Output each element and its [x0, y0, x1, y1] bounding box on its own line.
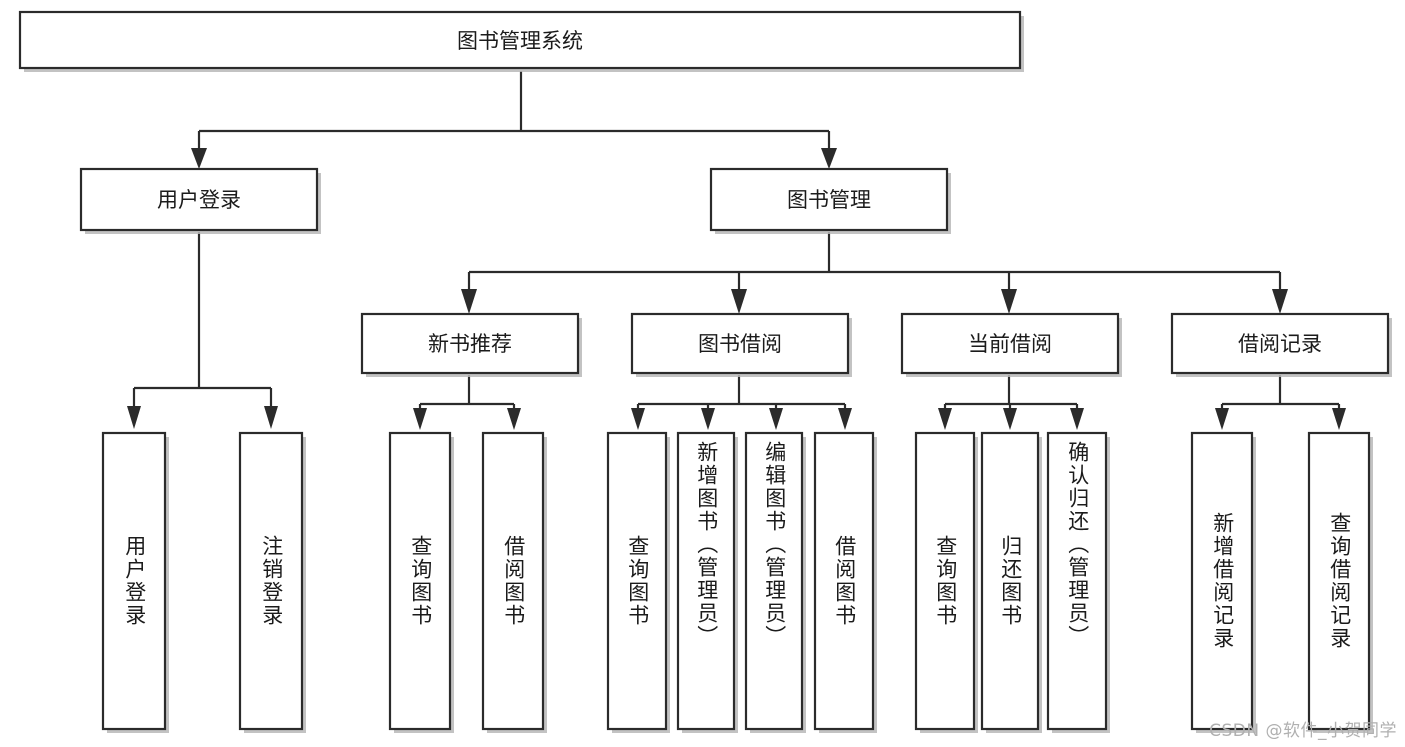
arrow-to-borrow-record [1272, 289, 1288, 314]
arrow-to-current-borrow [1001, 289, 1017, 314]
node-leaf-query-record[interactable] [1307, 431, 1373, 733]
connector-group [127, 71, 1346, 430]
node-leaf-borrow-book-1-box [481, 431, 545, 731]
node-leaf-user-login[interactable] [101, 431, 169, 733]
arrow-to-book-borrow [731, 289, 747, 314]
node-book-manage[interactable]: 图书管理 [709, 167, 951, 234]
node-book-borrow-label: 图书借阅 [698, 332, 782, 356]
arrow-to-leaf-return-book [1003, 408, 1017, 430]
node-root-box [18, 10, 1022, 70]
arrow-to-user-login [191, 148, 207, 169]
arrow-to-leaf-query-record [1332, 408, 1346, 430]
node-new-book-recommend-label: 新书推荐 [428, 332, 512, 356]
node-root-label: 图书管理系统 [457, 29, 583, 53]
node-leaf-confirm-return[interactable] [1046, 431, 1110, 733]
arrow-to-leaf-query-book-3 [938, 408, 952, 430]
node-leaf-confirm-return-box [1046, 431, 1108, 731]
node-leaf-add-record[interactable] [1190, 431, 1256, 733]
node-leaf-user-login-box [101, 431, 167, 731]
arrow-to-leaf-logout [264, 406, 278, 429]
node-leaf-return-book[interactable] [980, 431, 1042, 733]
arrow-to-leaf-edit-book [769, 408, 783, 430]
node-book-manage-box [709, 167, 949, 232]
node-leaf-borrow-book-2-box [813, 431, 875, 731]
node-leaf-edit-book-box [744, 431, 804, 731]
node-new-book-recommend[interactable]: 新书推荐 [360, 312, 582, 377]
node-leaf-query-book-2[interactable] [606, 431, 670, 733]
node-borrow-record-label: 借阅记录 [1238, 332, 1322, 356]
node-leaf-edit-book[interactable] [744, 431, 806, 733]
node-leaf-query-book-2-box [606, 431, 668, 731]
node-user-login-box [79, 167, 319, 232]
arrow-to-leaf-add-book [701, 408, 715, 430]
node-leaf-query-record-box [1307, 431, 1371, 731]
node-leaf-logout[interactable] [238, 431, 306, 733]
node-user-login-label: 用户登录 [157, 188, 241, 212]
node-leaf-query-book-1-box [388, 431, 452, 731]
node-book-borrow-box [630, 312, 850, 375]
node-borrow-record[interactable]: 借阅记录 [1170, 312, 1392, 377]
node-leaf-add-book-box [676, 431, 736, 731]
node-leaf-logout-box [238, 431, 304, 731]
arrow-to-leaf-borrow-book-1 [507, 408, 521, 430]
arrow-to-leaf-query-book-1 [413, 408, 427, 430]
node-user-login[interactable]: 用户登录 [79, 167, 321, 234]
node-leaf-add-book[interactable] [676, 431, 738, 733]
node-leaf-query-book-3[interactable] [914, 431, 978, 733]
node-leaf-query-book-1[interactable] [388, 431, 454, 733]
node-current-borrow-box [900, 312, 1120, 375]
node-leaf-borrow-book-2[interactable] [813, 431, 877, 733]
node-book-manage-label: 图书管理 [787, 188, 871, 212]
arrow-to-leaf-add-record [1215, 408, 1229, 430]
arrow-to-new-book-recommend [461, 289, 477, 314]
node-root[interactable]: 图书管理系统 [18, 10, 1024, 72]
node-leaf-borrow-book-1[interactable] [481, 431, 547, 733]
arrow-to-book-manage [821, 148, 837, 169]
arrow-to-leaf-user-login [127, 406, 141, 429]
arrow-to-leaf-borrow-book-2 [838, 408, 852, 430]
node-leaf-query-book-3-box [914, 431, 976, 731]
node-current-borrow-label: 当前借阅 [968, 332, 1052, 356]
node-new-book-recommend-box [360, 312, 580, 375]
node-leaf-add-record-box [1190, 431, 1254, 731]
node-current-borrow[interactable]: 当前借阅 [900, 312, 1122, 377]
arrow-to-leaf-query-book-2 [631, 408, 645, 430]
node-borrow-record-box [1170, 312, 1390, 375]
node-leaf-return-book-box [980, 431, 1040, 731]
node-book-borrow[interactable]: 图书借阅 [630, 312, 852, 377]
arrow-to-leaf-confirm-return [1070, 408, 1084, 430]
